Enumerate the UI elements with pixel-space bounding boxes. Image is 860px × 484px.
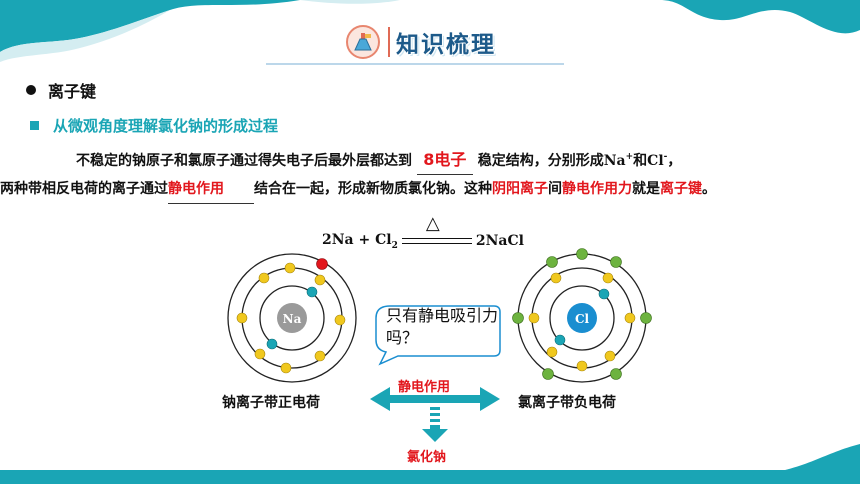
para-text: ， [667,153,682,169]
chlorine-caption: 氯离子带负电荷 [518,395,616,411]
sodium-atom-diagram: Na [227,253,357,383]
footer-curve-decoration [660,444,860,484]
subsection-heading-text: 从微观角度理解氯化钠的形成过程 [53,117,279,135]
thought-bubble-text: 只有静电吸引力吗？ [386,306,499,347]
chemical-equation: 2Na + Cl2 △ 2NaCl [322,213,524,255]
equation-reactants: 2Na + Cl2 [322,231,398,251]
highlight-text: 静电作用力 [562,181,632,197]
bullet-icon [26,85,36,95]
highlight-text: 阴阳离子 [492,181,548,197]
thought-bubble [375,305,501,366]
section-heading: 离子键 [26,78,96,102]
subsection-heading: 从微观角度理解氯化钠的形成过程 [30,115,278,136]
fill-blank-answer: 静电作用 [168,175,254,204]
square-bullet-icon [30,121,39,130]
chlorine-atom-diagram: Cl [512,248,652,383]
sodium-symbol: Na [283,312,302,326]
highlight-text: 离子键 [660,181,702,197]
para-text: 不稳定的钠原子和氯原子通过得失电子后最外层都达到 [76,153,412,169]
heating-condition: △ [425,213,440,234]
footer-bar [0,470,860,484]
chlorine-symbol: Cl [575,312,590,326]
flask-icon [346,25,380,59]
header-wave-decoration [0,0,860,62]
electrostatic-label: 静电作用 [398,380,451,395]
sodium-ion: Na+ [603,152,634,169]
para-text: 两种带相反电荷的离子通过 [0,181,168,197]
fill-blank-answer: 8电子 [416,146,473,175]
page-title: 知识梳理 [396,32,496,58]
equation-product: 2NaCl [475,233,524,249]
product-label: 氯化钠 [407,450,447,465]
section-heading-text: 离子键 [48,82,97,101]
title-underline [266,63,564,65]
title-separator [388,27,390,57]
para-text: 和 [633,153,648,169]
equation-arrow: △ [400,213,474,255]
para-text: 。 [702,181,716,197]
para-text: 结合在一起，形成新物质氯化钠。这种 [254,181,492,197]
para-text: 稳定结构，分别形成 [477,153,604,169]
sodium-caption: 钠离子带正电荷 [222,395,320,411]
explanation-paragraph: 不稳定的钠原子和氯原子通过得失电子后最外层都达到 8电子 稳定结构，分别形成Na… [0,143,834,204]
page-title-group: 知识梳理 [346,22,496,62]
para-text: 间 [548,181,562,197]
electrostatic-arrows [370,387,500,442]
para-text: 就是 [632,181,660,197]
chloride-ion: Cl- [647,152,668,169]
